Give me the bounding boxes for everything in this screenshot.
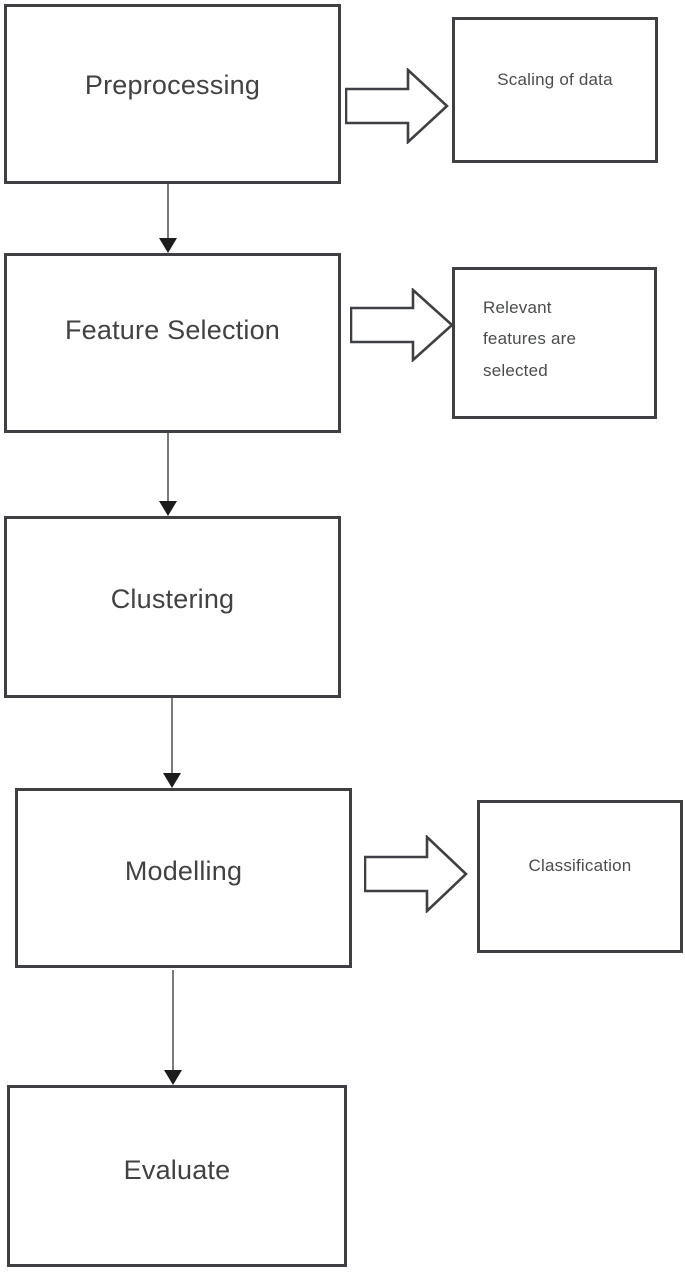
output-box-scaling-of-data: Scaling of data bbox=[452, 17, 658, 163]
step-box-feature-selection: Feature Selection bbox=[4, 253, 341, 433]
step-label-preprocessing: Preprocessing bbox=[84, 69, 261, 100]
block-arrow-right-icon-feature-selection bbox=[350, 288, 454, 362]
step-label-feature-selection: Feature Selection bbox=[64, 314, 281, 345]
output-label-scaling-of-data: Scaling of data bbox=[497, 70, 613, 89]
down-arrow-connector-clustering-to-modelling bbox=[163, 698, 181, 788]
output-box-classification: Classification bbox=[477, 800, 683, 953]
output-box-relevant-features: Relevant features are selected bbox=[452, 267, 657, 419]
step-label-clustering: Clustering bbox=[110, 583, 235, 614]
step-label-evaluate: Evaluate bbox=[123, 1154, 231, 1185]
block-arrow-right-icon-modelling bbox=[364, 835, 468, 913]
down-arrow-connector-modelling-to-evaluate bbox=[164, 970, 182, 1085]
step-box-clustering: Clustering bbox=[4, 516, 341, 698]
down-arrow-connector-preprocessing-to-feature-selection bbox=[159, 184, 177, 253]
down-arrow-connector-feature-selection-to-clustering bbox=[159, 433, 177, 516]
step-box-preprocessing: Preprocessing bbox=[4, 4, 341, 184]
step-box-modelling: Modelling bbox=[15, 788, 352, 968]
output-label-relevant-features: Relevant features are selected bbox=[483, 298, 577, 380]
step-box-evaluate: Evaluate bbox=[7, 1085, 347, 1267]
block-arrow-right-icon-preprocessing bbox=[345, 68, 449, 144]
output-label-classification: Classification bbox=[528, 855, 632, 875]
step-label-modelling: Modelling bbox=[124, 855, 243, 886]
